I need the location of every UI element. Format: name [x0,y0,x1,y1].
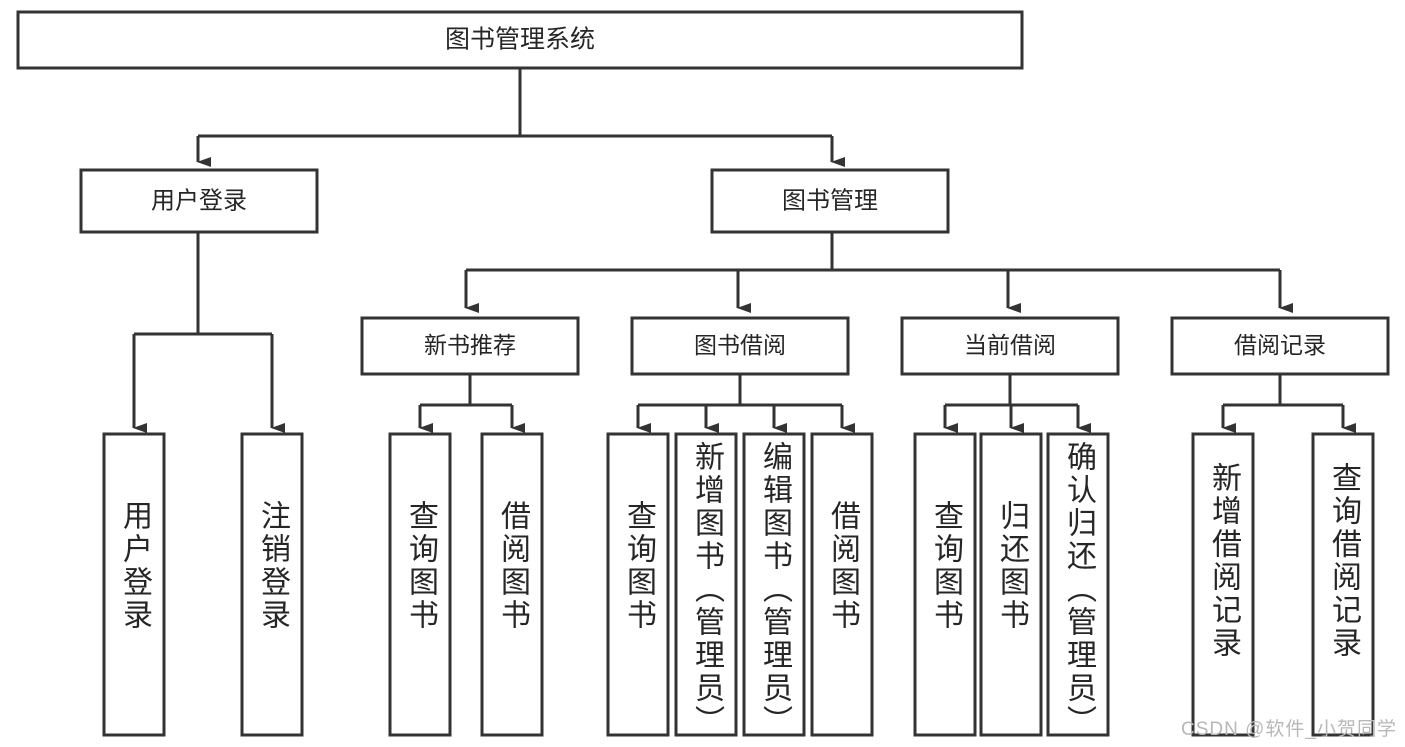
node-box-leaf-add-book[interactable] [674,432,738,737]
node-label-borrow-record: 借阅记录 [1234,332,1326,358]
csdn-watermark: CSDN @软件_小贺同学 [1181,719,1397,740]
node-box-leaf-edit-book[interactable] [742,432,806,737]
node-box-leaf-user-login[interactable] [102,432,166,737]
node-box-leaf-query-book-3[interactable] [913,432,977,737]
node-box-user-login[interactable] [79,168,319,234]
node-label-book-borrow: 图书借阅 [694,332,786,358]
node-label-new-book-recommend: 新书推荐 [424,332,516,358]
node-box-leaf-logout[interactable] [240,432,304,737]
node-box-borrow-record[interactable] [1170,316,1390,376]
node-box-leaf-borrow-book-2[interactable] [810,432,874,737]
node-box-leaf-return-book[interactable] [979,432,1043,737]
node-label-current-borrow: 当前借阅 [964,332,1056,358]
node-box-book-borrow[interactable] [630,316,850,376]
node-label-book-management: 图书管理 [782,187,878,214]
node-box-book-management[interactable] [710,168,950,234]
node-box-leaf-borrow-book-1[interactable] [480,432,544,737]
node-box-leaf-query-book-1[interactable] [388,432,452,737]
node-label-user-login: 用户登录 [151,187,247,214]
node-box-root[interactable] [16,10,1024,70]
node-box-leaf-query-record[interactable] [1311,432,1375,737]
node-box-leaf-query-book-2[interactable] [606,432,670,737]
node-box-leaf-confirm-return[interactable] [1046,432,1110,737]
node-box-current-borrow[interactable] [900,316,1120,376]
node-box-new-book-recommend[interactable] [360,316,580,376]
node-label-root: 图书管理系统 [445,26,595,54]
node-box-leaf-add-record[interactable] [1191,432,1255,737]
